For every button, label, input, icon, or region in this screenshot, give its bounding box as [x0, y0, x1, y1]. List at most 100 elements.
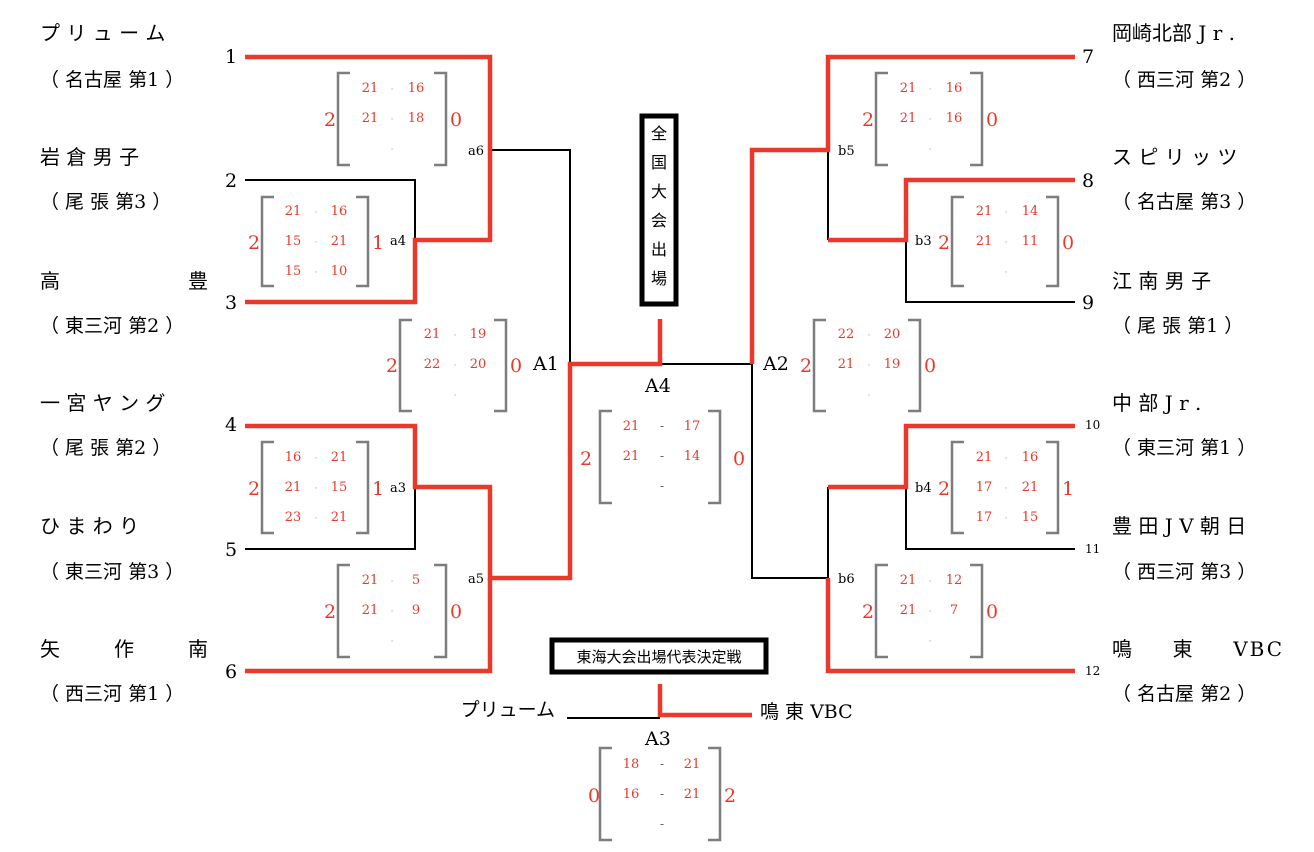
score-separator: -: [660, 757, 664, 771]
score-set1-left: 21: [362, 573, 379, 588]
score-set1-right: 16: [408, 81, 425, 96]
tokai-title-frame: [549, 637, 769, 675]
national-title-box: 全 国 大 会 出 場: [639, 113, 679, 307]
team-name-10: 中 部 J r .: [1112, 391, 1201, 415]
team-name-9: 江 南 男 子: [1112, 269, 1211, 293]
score-set2-right: 18: [408, 111, 425, 126]
score-set2-right: 7: [950, 603, 958, 618]
score-bracket-right: [494, 318, 508, 413]
score-set1-left: 22: [838, 327, 855, 342]
seed-9: 9: [1082, 292, 1094, 314]
score-separator: -: [660, 419, 664, 433]
score-set2-right: 21: [331, 234, 348, 249]
score-separator: -: [660, 479, 664, 493]
score-set1-left: 21: [900, 81, 917, 96]
final-match: プリューム 鳴 東 VBC: [461, 699, 853, 723]
score-set2-right: 15: [331, 480, 348, 495]
sets-left: 2: [580, 448, 592, 470]
team-region-3: （ 東三河 第2 ）: [40, 315, 184, 337]
score-separator: -: [660, 817, 664, 831]
score-set1-left: 21: [976, 204, 993, 219]
score-set1-right: 20: [884, 327, 901, 342]
score-bracket-left: [336, 71, 350, 167]
match-label-a4: a4: [390, 234, 406, 249]
team-name-4: 一 宮 ヤ ン グ: [40, 391, 165, 415]
score-bracket-left: [874, 563, 888, 659]
sets-left: 2: [248, 232, 260, 254]
sets-right: 1: [372, 232, 384, 254]
score-set1-left: 21: [623, 419, 640, 434]
score-set2-right: 21: [1022, 480, 1039, 495]
line-a6-to-A1: [490, 149, 571, 364]
path-final-right: [657, 684, 752, 718]
score-set2-left: 15: [285, 234, 302, 249]
score-separator: ·: [391, 637, 394, 647]
line-team5: [245, 487, 416, 550]
score-separator: ·: [391, 577, 394, 587]
score-set2-left: 21: [976, 234, 993, 249]
score-box-a3: 2 1 16 · 21 21 · 15 23 · 21: [248, 440, 384, 535]
team-name-1: プ リ ュ ー ム: [40, 21, 165, 45]
score-set1-left: 21: [900, 573, 917, 588]
score-separator: -: [660, 787, 664, 801]
sets-left: 2: [800, 355, 812, 377]
line-A2-to-b6: [751, 364, 828, 579]
score-separator: ·: [391, 85, 394, 95]
score-separator: ·: [929, 85, 932, 95]
score-set2-right: 19: [884, 357, 901, 372]
score-bracket-left: [874, 71, 888, 167]
national-title-char: 大: [651, 182, 667, 201]
score-separator: ·: [315, 514, 318, 524]
score-set1-left: 21: [976, 450, 993, 465]
score-separator: ·: [391, 145, 394, 155]
seed-numbers: 1 2 3 4 5 6 7 8 9 10 11 12: [225, 46, 1100, 683]
score-set3-right: 21: [331, 510, 348, 525]
score-set2-left: 21: [285, 480, 302, 495]
score-set1-left: 21: [424, 327, 441, 342]
score-box-A3: 0 2 18 - 21 16 - 21 -: [588, 746, 736, 842]
path-team8: [828, 177, 1075, 243]
national-title-char: 出: [651, 240, 667, 259]
score-separator: ·: [868, 391, 871, 401]
sets-right: 2: [724, 785, 736, 807]
team-name-7: 岡崎北部 J r .: [1112, 21, 1235, 45]
score-box-a6: 2 0 21 · 16 21 · 18 ·: [324, 71, 462, 167]
score-set2-left: 21: [838, 357, 855, 372]
score-separator: ·: [1005, 514, 1008, 524]
score-set2-right: 16: [946, 111, 963, 126]
score-set1-right: 16: [946, 81, 963, 96]
score-separator: ·: [315, 268, 318, 278]
match-label-a3: a3: [390, 481, 406, 496]
score-set2-left: 21: [362, 111, 379, 126]
sets-right: 0: [733, 448, 745, 470]
score-set1-right: 12: [946, 573, 963, 588]
sets-right: 0: [1062, 232, 1074, 254]
final-left-team: プリューム: [461, 699, 555, 721]
score-bracket-left: [950, 440, 964, 535]
path-team3: [245, 150, 493, 305]
score-bracket-right: [1046, 195, 1060, 288]
match-label-b5: b5: [838, 144, 855, 159]
score-set1-left: 21: [362, 81, 379, 96]
score-set2-left: 16: [623, 787, 640, 802]
score-separator: ·: [868, 331, 871, 341]
match-labels: a6 a4 A1 a3 a5 b5 b3 A2 b4 b6 A4 A3: [390, 144, 932, 750]
left-team-list: プ リ ュ ー ム （ 名古屋 第1 ） 岩 倉 男 子 （ 尾 張 第3 ） …: [40, 21, 208, 705]
score-box-a4: 2 1 21 · 16 15 · 21 15 · 10: [248, 195, 384, 288]
path-team10: [828, 423, 1075, 490]
score-set2-left: 22: [424, 357, 441, 372]
score-set1-left: 16: [285, 450, 302, 465]
score-set1-right: 17: [684, 419, 701, 434]
score-separator: ·: [454, 391, 457, 401]
score-separator: ·: [929, 115, 932, 125]
match-label-a6: a6: [468, 144, 484, 159]
score-set2-left: 21: [623, 449, 640, 464]
seed-6: 6: [225, 661, 237, 683]
score-set2-right: 20: [470, 357, 487, 372]
team-name-8: ス ピ リ ッ ツ: [1112, 145, 1237, 169]
score-bracket-left: [598, 409, 612, 505]
score-bracket-left: [398, 318, 412, 413]
sets-left: 2: [324, 601, 336, 623]
national-title-char: 会: [651, 211, 667, 230]
score-separator: ·: [1005, 484, 1008, 494]
